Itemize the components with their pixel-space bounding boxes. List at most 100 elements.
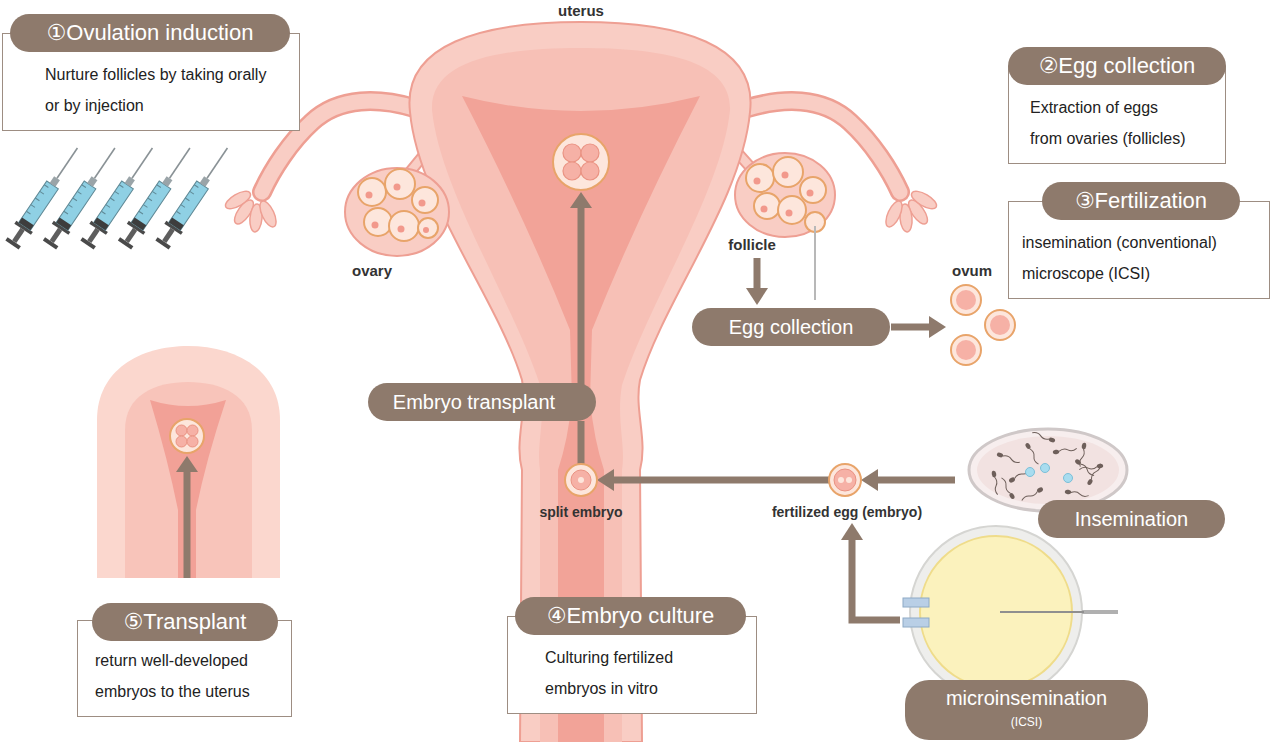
part-label: follicle — [728, 236, 776, 253]
inset-uterus — [97, 346, 280, 578]
step-heading: ①Ovulation induction — [10, 14, 290, 52]
connector-shaft — [578, 421, 585, 464]
follicle-circle — [418, 218, 438, 238]
ovum-circle — [951, 285, 981, 315]
embryo-node: fertilized egg (embryo) — [752, 462, 942, 520]
egg-cell — [1064, 474, 1073, 483]
ovary-shape — [345, 168, 449, 256]
connector-shaft — [612, 477, 829, 484]
sperm — [1000, 477, 1016, 500]
part-label: ovary — [352, 262, 392, 279]
step-box: ②Egg collectionExtraction of eggs from o… — [1008, 47, 1226, 164]
egg-cell — [1026, 468, 1035, 477]
sperm — [1021, 486, 1044, 502]
pronucleus — [838, 477, 844, 483]
ovum-core — [956, 340, 976, 360]
embryo-icon — [563, 462, 599, 498]
follicle-circle — [800, 177, 826, 203]
arrow-shaft — [578, 206, 585, 386]
flow-connector — [861, 469, 955, 491]
sperm — [1032, 431, 1056, 443]
sperm — [1064, 489, 1089, 498]
arrow-shaft — [184, 470, 191, 578]
follicle-circle — [412, 187, 438, 213]
method-label: Insemination — [1038, 500, 1225, 538]
embryo-cell — [571, 470, 591, 490]
embryo-circle — [829, 464, 861, 496]
sperm — [1024, 442, 1040, 465]
left-ovary — [345, 168, 449, 256]
inset-outer — [97, 346, 280, 578]
method-sublabel: (ICSI) — [905, 713, 1148, 731]
embryo-circle — [553, 134, 609, 190]
embryo-cell — [187, 425, 198, 436]
ovum-circle — [951, 335, 981, 365]
follicle-circle — [389, 211, 419, 241]
step-heading: ④Embryo culture — [515, 597, 746, 635]
step-box: ⑤Transplantreturn well-developed embryos… — [77, 603, 292, 717]
ovary-shape — [735, 153, 835, 237]
arrow-head — [841, 523, 863, 540]
ova — [951, 285, 1015, 365]
petri-dish — [969, 429, 1127, 511]
oocyte-dot — [423, 227, 429, 233]
icsi-view — [903, 526, 1118, 698]
sperm — [1052, 446, 1077, 455]
oocyte-dot — [782, 172, 789, 179]
dish-medium — [977, 436, 1119, 504]
process-label: Egg collection — [692, 308, 890, 346]
embryo-cell — [581, 144, 599, 162]
ovum-circle — [985, 310, 1015, 340]
implanted-embryo — [553, 134, 609, 190]
embryo-cell — [176, 436, 187, 447]
arrow-head — [570, 192, 592, 208]
embryo-cell — [187, 436, 198, 447]
part-label: ovum — [952, 262, 992, 279]
injection-pipette — [1082, 610, 1118, 614]
arrow-shaft — [754, 258, 761, 290]
step-description: insemination (conventional) microscope (… — [1022, 227, 1262, 289]
sperm — [1078, 442, 1087, 467]
arrow-head — [597, 469, 614, 491]
arrow-shaft — [891, 324, 931, 331]
flow-arrows — [176, 192, 946, 578]
follicle-circle — [754, 193, 780, 219]
uterus-outline — [409, 22, 750, 742]
follicle-circle — [364, 208, 392, 236]
oocyte-dot — [372, 222, 379, 229]
dish-rim — [969, 429, 1127, 511]
step-box: ①Ovulation inductionNurture follicles by… — [2, 14, 300, 131]
arrow-head — [929, 316, 946, 338]
holding-pipette — [903, 618, 929, 627]
part-label: uterus — [558, 2, 604, 19]
sperm — [996, 452, 1020, 464]
embryo-cell — [563, 144, 581, 162]
follicle-circle — [778, 196, 806, 224]
oocyte-dot — [754, 178, 761, 185]
embryo-circle — [565, 464, 597, 496]
step-box: ④Embryo cultureCulturing fertilized embr… — [507, 597, 757, 714]
embryo-cell — [834, 469, 856, 491]
collection-needle — [814, 226, 816, 300]
arrow-head — [746, 288, 768, 305]
follicle-circle — [773, 157, 803, 187]
pronucleus — [846, 477, 852, 483]
method-node: microinsemination (ICSI) — [900, 525, 1152, 742]
syringe — [154, 142, 236, 250]
arrow-head — [176, 456, 198, 472]
process-pill: Embryo transplant — [368, 383, 596, 421]
oocyte-dot — [366, 192, 373, 199]
method-label: microinsemination — [905, 685, 1148, 711]
embryo-node: split embryo — [521, 462, 641, 520]
method-node: Insemination — [955, 428, 1230, 540]
embryo-cell — [563, 162, 581, 180]
right-ovary — [735, 153, 835, 300]
ovum-core — [956, 290, 976, 310]
nucleus — [578, 477, 584, 483]
egg-cell — [1041, 464, 1050, 473]
process-label: Embryo transplant — [368, 383, 596, 421]
oocyte-dot — [394, 184, 401, 191]
injection-needle — [1000, 611, 1084, 613]
